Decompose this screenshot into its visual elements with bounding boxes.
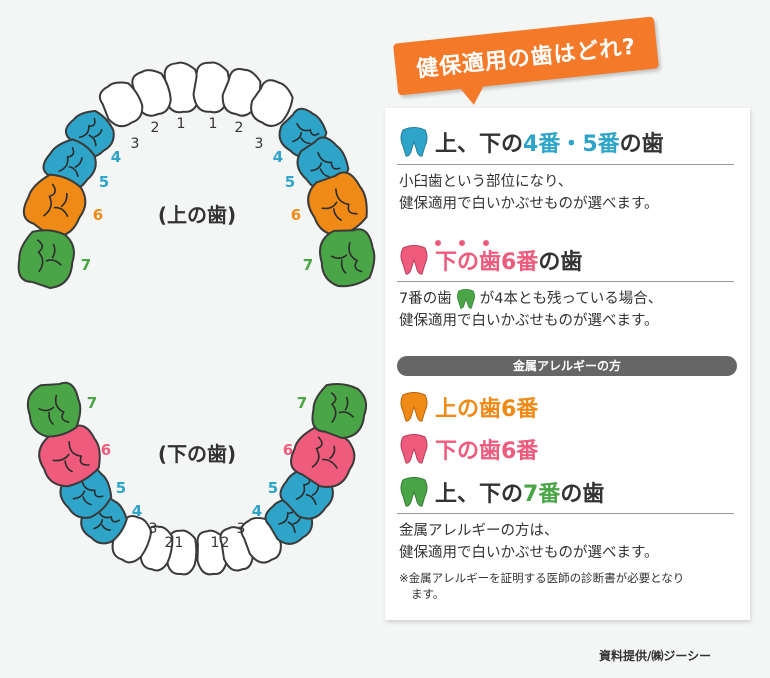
upper-left-tooth-number-1: 1	[177, 116, 186, 132]
sec2-line1-post: が4本とも残っている場合、	[479, 291, 663, 307]
pink-tooth-icon	[400, 245, 428, 275]
note-line2: ます。	[411, 587, 445, 601]
sec1-line1: 小臼歯という部位になり、	[399, 174, 573, 190]
upper-right-tooth-7	[318, 228, 376, 288]
callout-text: 健保適用の歯はどれ?	[415, 34, 638, 83]
heading-text-post: の歯	[538, 250, 583, 275]
sec3-line2: 健保適用で白いかぶせものが選べます。	[399, 545, 659, 561]
certificate-note: ※金属アレルギーを証明する医師の診断書が必要となり ます。	[399, 570, 684, 602]
lower-right-tooth-number-2: 2	[221, 535, 230, 551]
allergy-item3-pre: 上、下の	[435, 482, 524, 507]
allergy-pill: 金属アレルギーの方	[397, 356, 737, 376]
upper-left-tooth-number-4: 4	[111, 148, 121, 166]
allergy-item2-text: 下の歯6番	[435, 439, 539, 464]
emphasis-dots	[435, 231, 507, 250]
sec1-desc: 小臼歯という部位になり、 健保適用で白いかぶせものが選べます。	[399, 171, 659, 215]
lower-right-tooth-number-1: 1	[211, 535, 220, 551]
upper-right-tooth-number-6: 6	[291, 206, 301, 224]
lower-left-tooth-1	[165, 529, 198, 576]
lower-left-tooth-number-3: 3	[149, 521, 158, 537]
sec2-line2: 健保適用で白いかぶせものが選べます。	[399, 313, 659, 329]
lower-left-tooth-number-5: 5	[116, 479, 126, 497]
lower-left-tooth-number-4: 4	[132, 502, 142, 520]
green-tooth-icon	[456, 289, 475, 309]
upper-left-tooth-6	[22, 173, 87, 238]
sec1-line2: 健保適用で白いかぶせものが選べます。	[399, 196, 659, 212]
upper-right-tooth-number-5: 5	[285, 173, 295, 191]
heading-hl-dot: ・	[560, 132, 583, 157]
orange-tooth-icon	[400, 392, 428, 422]
sec2-desc: 7番の歯 が4本とも残っている場合、 健保適用で白いかぶせものが選べます。	[399, 288, 662, 332]
lower-jaw-label: (下の歯)	[158, 442, 236, 466]
upper-right-tooth-number-4: 4	[273, 148, 283, 166]
upper-left-tooth-7	[17, 229, 75, 289]
heading-lower-6: 下の歯6番の歯	[399, 244, 582, 276]
upper-left-tooth-number-5: 5	[99, 173, 109, 191]
heading-text-post: の歯	[619, 132, 664, 157]
lower-left-tooth-number-6: 6	[101, 441, 111, 459]
upper-left-tooth-number-7: 7	[81, 256, 91, 274]
note-line1: ※金属アレルギーを証明する医師の診断書が必要となり	[399, 571, 685, 585]
divider	[397, 281, 734, 282]
lower-right-tooth-number-6: 6	[283, 441, 293, 459]
lower-right-tooth-number-5: 5	[268, 479, 278, 497]
green-tooth-icon	[400, 477, 428, 507]
allergy-item3-post: の歯	[560, 482, 605, 507]
sec2-line1-pre: 7番の歯	[399, 291, 452, 307]
lower-left-tooth-7	[26, 381, 82, 438]
heading-hl-lower-6: 下の歯6番	[435, 250, 539, 275]
upper-right-tooth-number-3: 3	[255, 136, 264, 152]
upper-left-tooth-number-6: 6	[93, 206, 103, 224]
lower-left-tooth-number-1: 1	[175, 535, 184, 551]
allergy-item-upper-6: 上の歯6番	[399, 391, 538, 423]
pink-tooth-icon	[400, 434, 428, 464]
lower-right-tooth-number-4: 4	[252, 502, 262, 520]
upper-left-tooth-number-2: 2	[151, 120, 160, 136]
heading-text-pre: 上、下の	[435, 132, 524, 157]
question-callout: 健保適用の歯はどれ?	[392, 16, 660, 96]
upper-jaw-label: (上の歯)	[158, 203, 236, 227]
allergy-item3-hl: 7番	[523, 482, 561, 507]
upper-right-tooth-3	[250, 79, 294, 127]
lower-right-tooth-number-3: 3	[237, 521, 246, 537]
lower-right-tooth-number-7: 7	[297, 394, 307, 412]
upper-right-tooth-number-2: 2	[235, 120, 244, 136]
upper-right-tooth-number-7: 7	[303, 256, 313, 274]
upper-left-tooth-number-3: 3	[131, 136, 140, 152]
lower-left-tooth-6	[38, 424, 101, 488]
sec3-desc: 金属アレルギーの方は、 健保適用で白いかぶせものが選べます。	[399, 520, 659, 564]
heading-hl-5: 5番	[582, 132, 620, 157]
divider	[397, 164, 734, 165]
allergy-item1-text: 上の歯6番	[435, 397, 539, 422]
upper-right-tooth-number-1: 1	[209, 116, 218, 132]
blue-tooth-icon	[400, 127, 428, 157]
divider	[397, 513, 734, 514]
lower-left-tooth-number-2: 2	[165, 535, 174, 551]
allergy-item-lower-6: 下の歯6番	[399, 433, 538, 465]
lower-right-tooth-7	[311, 383, 368, 440]
sec3-line1: 金属アレルギーの方は、	[399, 523, 559, 539]
lower-left-tooth-number-7: 7	[87, 394, 97, 412]
sec2-line1: 7番の歯 が4本とも残っている場合、	[399, 288, 662, 310]
source-credit: 資料提供/㈱ジーシー	[599, 649, 712, 663]
upper-left-tooth-3	[98, 81, 144, 128]
heading-hl-4: 4番	[523, 132, 561, 157]
